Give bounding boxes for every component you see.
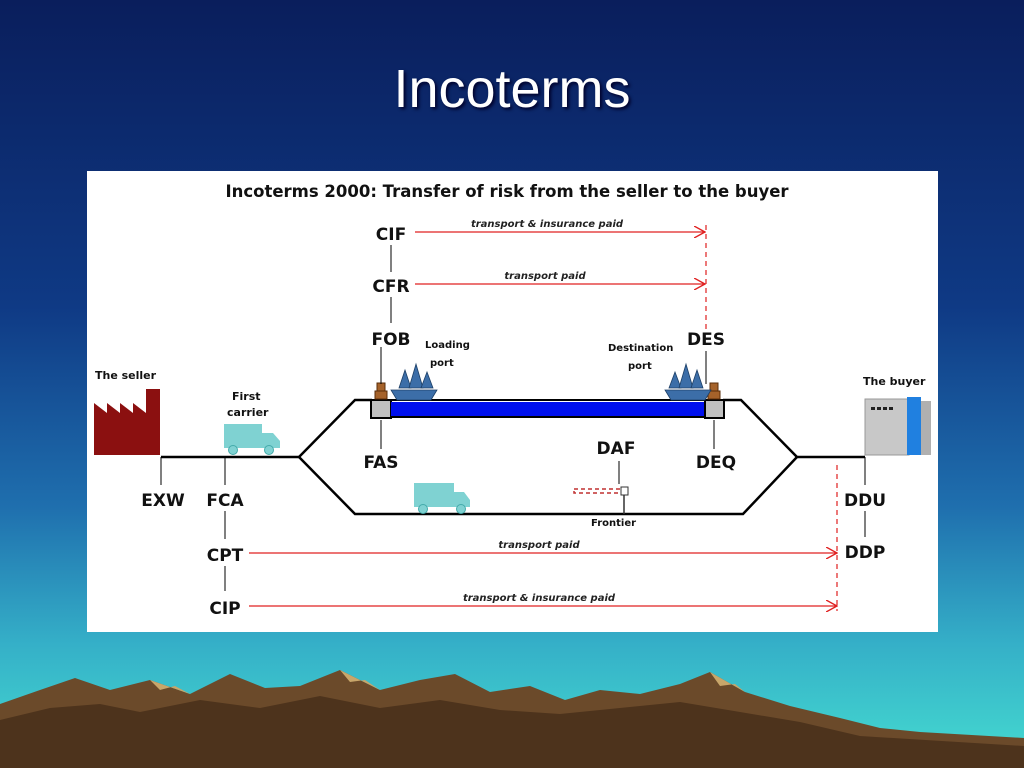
factory-icon [94,389,160,455]
term-fob: FOB [371,330,410,350]
term-fca: FCA [206,491,244,511]
term-daf: DAF [597,439,636,459]
buyer-building-icon [864,397,931,456]
term-des: DES [687,330,725,350]
cif-arrow-label: transport & insurance paid [471,219,624,230]
mountain-landscape [0,670,1024,768]
term-cif: CIF [376,225,406,245]
frontier-label: Frontier [591,518,636,529]
diagram-heading: Incoterms 2000: Transfer of risk from th… [225,182,789,201]
route-lines [161,398,865,516]
loading-crates-icon [374,382,388,400]
frontier-barrier-icon [573,486,629,514]
term-cpt: CPT [207,546,244,566]
incoterms-diagram: Incoterms 2000: Transfer of risk from th… [87,171,938,632]
seller-label: The seller [95,369,157,382]
term-fas: FAS [363,453,398,473]
term-cfr: CFR [372,277,409,297]
destination-quay [704,399,725,419]
sea-channel [391,402,705,416]
loading-port-label: port [430,358,454,369]
cfr-arrow-label: transport paid [504,271,586,282]
ship-icon [664,362,712,401]
term-deq: DEQ [696,453,736,473]
loading-port-label: Loading [425,340,470,351]
first-carrier-label: First [232,390,261,403]
destination-port-label: port [628,361,652,372]
ship-icon [390,362,438,401]
destination-port-label: Destination [608,343,673,354]
slide-title: Incoterms [393,59,631,119]
diagram-canvas: Incoterms 2000: Transfer of risk from th… [94,182,931,619]
term-exw: EXW [141,491,185,511]
loading-quay [370,399,392,419]
truck-icon [224,424,280,455]
term-ddp: DDP [845,543,886,563]
term-cip: CIP [209,599,240,619]
cpt-arrow-label: transport paid [498,540,580,551]
term-connectors [160,245,866,591]
buyer-label: The buyer [863,375,926,388]
cip-arrow-label: transport & insurance paid [463,593,616,604]
term-ddu: DDU [844,491,886,511]
first-carrier-label: carrier [227,406,269,419]
truck-icon [414,483,470,514]
